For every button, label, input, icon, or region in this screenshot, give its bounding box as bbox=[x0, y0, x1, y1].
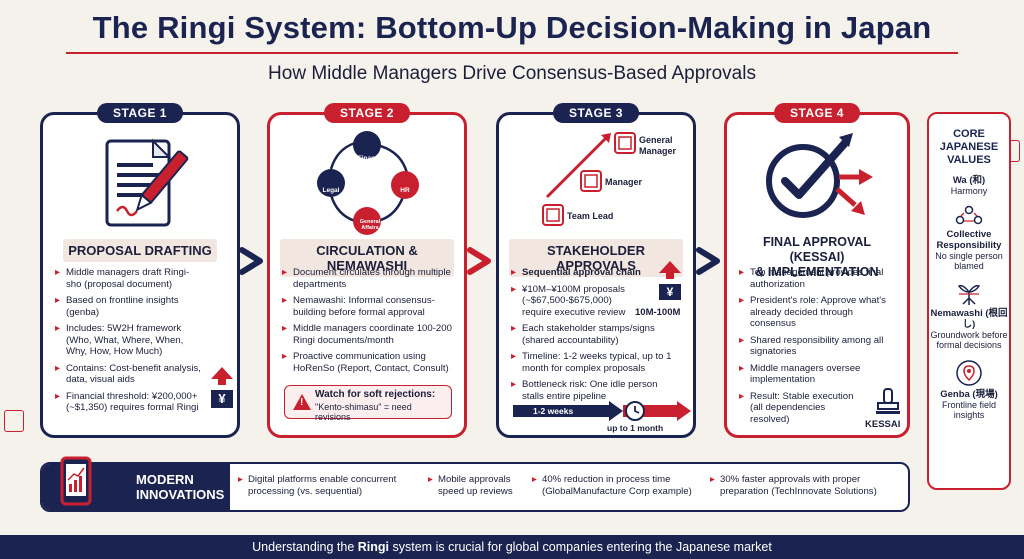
hierarchy-general-manager: General Manager bbox=[639, 135, 677, 156]
list-item: Contains: Cost-benefit analysis, data, v… bbox=[55, 363, 203, 386]
hierarchy-manager: Manager bbox=[605, 177, 643, 187]
yen-symbol: ¥ bbox=[659, 284, 681, 300]
list-item: Each stakeholder stamps/signs (shared ac… bbox=[511, 323, 681, 346]
roots-plant-icon bbox=[957, 284, 981, 305]
value-nemawashi: Nemawashi (根回し) Groundwork before formal… bbox=[929, 280, 1009, 351]
modern-innovations-bar: MODERN INNOVATIONS Digital platforms ena… bbox=[40, 456, 910, 512]
innovation-item: Digital platforms enable concurrent proc… bbox=[238, 474, 424, 498]
value-desc: Groundwork before formal decisions bbox=[930, 329, 1008, 351]
innovation-item: 30% faster approvals with proper prepara… bbox=[710, 474, 906, 498]
list-item: Includes: 5W2H framework (Who, What, Whe… bbox=[55, 323, 203, 358]
value-collective-responsibility: Collective Responsibility No single pers… bbox=[929, 205, 1009, 272]
cycle-label-hr: HR bbox=[400, 187, 410, 194]
location-search-icon bbox=[956, 359, 982, 386]
chevron-right-icon bbox=[239, 247, 263, 275]
yen-up-icon: ¥ bbox=[211, 367, 233, 408]
soft-rejection-alert: ! Watch for soft rejections: "Kento-shim… bbox=[284, 385, 452, 422]
stage-1-title: PROPOSAL DRAFTING bbox=[63, 239, 217, 262]
footer-text-post: system is crucial for global companies e… bbox=[389, 540, 772, 554]
list-item: Sequential approval chain bbox=[511, 267, 681, 279]
stage-1-bullets: Middle managers draft Ringi-sho (proposa… bbox=[55, 267, 203, 419]
hanko-stamp-icon bbox=[876, 388, 900, 414]
people-group-icon bbox=[955, 205, 983, 224]
value-name: Collective Responsibility bbox=[936, 228, 1002, 251]
footer-text-pre: Understanding the bbox=[252, 540, 358, 554]
list-item: Middle managers oversee implementation bbox=[739, 363, 897, 386]
stage-4-bullets: Top management provides final authorizat… bbox=[739, 267, 897, 430]
timeline-start-label: 1-2 weeks bbox=[533, 406, 574, 416]
stage-4-badge: STAGE 4 bbox=[774, 103, 860, 123]
stage-1-card: STAGE 1 PROPOSAL DRAFTING Middle manager… bbox=[40, 103, 240, 438]
list-item: Top management provides final authorizat… bbox=[739, 267, 897, 290]
list-item: Financial threshold: ¥200,000+ (~$1,350)… bbox=[55, 391, 203, 414]
stage-4-title-line1: FINAL APPROVAL (KESSAI) bbox=[762, 235, 872, 264]
kessai-stamp-label: KESSAI bbox=[865, 419, 901, 430]
range-label: 10M-100M bbox=[635, 307, 681, 318]
list-item: Bottleneck risk: One idle person stalls … bbox=[511, 379, 681, 402]
core-values-panel: CORE JAPANESE VALUES Wa (和) Harmony Coll… bbox=[927, 112, 1011, 490]
footer-text-bold: Ringi bbox=[357, 540, 390, 554]
stage-2-badge: STAGE 2 bbox=[324, 103, 410, 123]
list-item: Proactive communication using HoRenSo (R… bbox=[282, 351, 456, 374]
list-item: Shared responsibility among all signator… bbox=[739, 335, 897, 358]
value-desc: No single person blamed bbox=[935, 250, 1003, 272]
warning-icon: ! bbox=[293, 394, 311, 410]
list-item: Based on frontline insights (genba) bbox=[55, 295, 203, 318]
list-item: President's role: Approve what's already… bbox=[739, 295, 897, 330]
list-item: Middle managers coordinate 100-200 Ringi… bbox=[282, 323, 456, 346]
yen-up-icon: ¥ bbox=[659, 261, 681, 300]
cycle-label-legal: Legal bbox=[322, 187, 340, 194]
stage-1-badge: STAGE 1 bbox=[97, 103, 183, 123]
stage-3-card: STAGE 3 General Manager Manager Team Lea… bbox=[496, 103, 696, 438]
yen-symbol: ¥ bbox=[211, 390, 233, 408]
chevron-right-icon bbox=[696, 247, 720, 275]
approval-check-icon bbox=[766, 133, 873, 218]
value-name: Wa (和) bbox=[952, 175, 986, 186]
core-values-title: CORE JAPANESE VALUES bbox=[939, 128, 999, 166]
list-item: Result: Stable execution (all dependenci… bbox=[739, 391, 897, 426]
decorative-seal-icon bbox=[4, 410, 24, 432]
page-title: The Ringi System: Bottom-Up Decision-Mak… bbox=[92, 10, 932, 45]
value-desc: Frontline field insights bbox=[941, 399, 997, 421]
list-item: Nemawashi: Informal consensus-building b… bbox=[282, 295, 456, 318]
title-divider bbox=[66, 52, 958, 54]
stage-4-card: STAGE 4 FINAL APPROVAL (KESSAI) & IMPLEM… bbox=[724, 103, 910, 438]
stage-3-badge: STAGE 3 bbox=[553, 103, 639, 123]
value-name: Genba (現場) bbox=[940, 388, 998, 400]
department-cycle-icon bbox=[317, 131, 419, 235]
timeline-end-label: up to 1 month bbox=[607, 423, 664, 433]
chevron-right-icon bbox=[467, 247, 491, 275]
alert-subtext: "Kento-shimasu" = need revisions bbox=[315, 402, 412, 422]
hierarchy-team-lead: Team Lead bbox=[567, 211, 614, 221]
list-item: Document circulates through multiple dep… bbox=[282, 267, 456, 290]
list-item: Middle managers draft Ringi-sho (proposa… bbox=[55, 267, 203, 290]
mobile-chart-icon bbox=[60, 456, 92, 506]
timeline-arrow-icon bbox=[513, 401, 691, 421]
stage-3-bullets: Sequential approval chain ¥10M–¥100M pro… bbox=[511, 267, 681, 407]
document-pen-icon bbox=[105, 138, 189, 227]
stage-2-bullets: Document circulates through multiple dep… bbox=[282, 267, 456, 379]
value-desc: Harmony bbox=[950, 186, 988, 196]
list-item: Timeline: 1-2 weeks typical, up to 1 mon… bbox=[511, 351, 681, 374]
value-name: Nemawashi (根回し) bbox=[930, 307, 1008, 330]
innovation-item: Mobile approvals speed up reviews bbox=[428, 474, 532, 498]
stage-2-card: STAGE 2 Finance HR General Affairs Legal… bbox=[267, 103, 467, 438]
value-wa: Wa (和) Harmony bbox=[929, 175, 1009, 197]
cycle-label-finance: Finance bbox=[357, 155, 383, 162]
approval-hierarchy-icon bbox=[542, 132, 636, 226]
list-item: ¥10M–¥100M proposals (~$67,500-$675,000)… bbox=[511, 284, 681, 319]
footer-banner: Understanding the Ringi system is crucia… bbox=[0, 535, 1024, 559]
innovation-item: 40% reduction in process time (GlobalMan… bbox=[532, 474, 708, 498]
value-genba: Genba (現場) Frontline field insights bbox=[929, 359, 1009, 421]
page-subtitle: How Middle Managers Drive Consensus-Base… bbox=[268, 63, 756, 84]
cycle-label-general-affairs: General Affairs bbox=[359, 219, 381, 231]
alert-title: Watch for soft rejections: bbox=[315, 389, 436, 400]
